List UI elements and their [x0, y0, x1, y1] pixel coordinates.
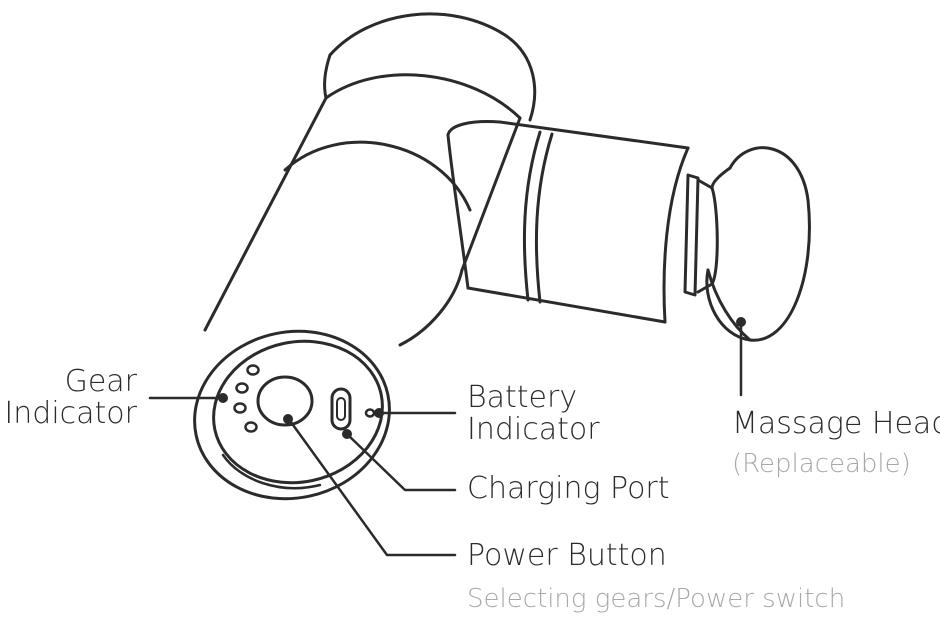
gear-leader-dot: [218, 393, 228, 403]
battery-indicator-line1: Battery: [467, 380, 578, 415]
gear-dot: [246, 364, 260, 376]
massage-head-sublabel: (Replaceable): [732, 449, 911, 479]
gear-dots: [233, 364, 260, 433]
battery-leader-dot: [374, 408, 384, 418]
battery-dot: [364, 408, 376, 418]
charging-leader: [346, 433, 457, 492]
gear-indicator-line1: Gear: [64, 364, 137, 399]
gear-indicator-line2: Indicator: [4, 396, 137, 431]
power-leader: [286, 416, 457, 557]
charging-port-label: Charging Port: [467, 471, 670, 506]
leader-lines: [148, 320, 743, 557]
gear-dot: [244, 421, 258, 433]
power-button-shape: [256, 375, 314, 427]
arm: [446, 120, 714, 324]
battery-indicator-line2: Indicator: [467, 412, 600, 447]
power-button-label: Power Button: [467, 538, 667, 573]
massage-head-shape: [705, 146, 811, 342]
power-button-sublabel: Selecting gears/Power switch: [467, 584, 846, 614]
front-face: [193, 329, 391, 501]
gear-dot: [235, 382, 249, 394]
charging-leader-dot: [342, 429, 352, 439]
main-body: [203, 96, 522, 347]
leader-dots: [218, 317, 746, 439]
power-leader-dot: [283, 414, 293, 424]
gear-indicator-label: Gear Indicator: [4, 366, 137, 430]
massage-head-label: Massage Head: [732, 406, 940, 441]
gear-dot: [233, 402, 247, 414]
rear-cap: [323, 12, 537, 122]
battery-indicator-label: Battery Indicator: [467, 382, 600, 446]
head-leader-dot: [736, 317, 746, 327]
charging-port-shape: [330, 387, 352, 431]
